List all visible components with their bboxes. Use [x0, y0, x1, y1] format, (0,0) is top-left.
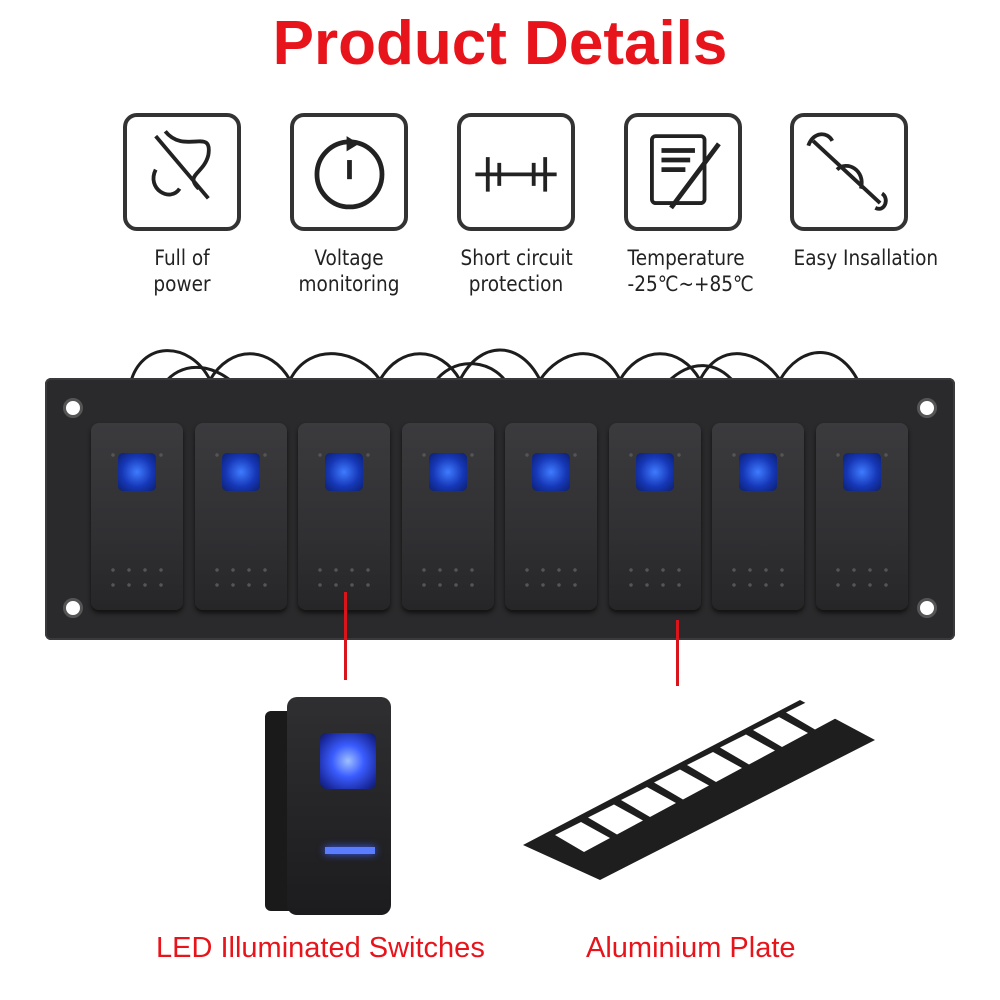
- switch-panel: [45, 378, 955, 640]
- plate-slot: [786, 699, 841, 730]
- mount-hole: [917, 398, 937, 418]
- mount-hole: [917, 598, 937, 618]
- caption-switch: LED Illuminated Switches: [156, 932, 485, 964]
- page-title: Product Details: [272, 9, 728, 78]
- mount-hole: [63, 598, 83, 618]
- feature-label-line: Voltage: [314, 246, 384, 270]
- feature-icon-box: [290, 113, 408, 231]
- plate-slot: [687, 752, 742, 782]
- feature-label: Easy Insallation: [793, 245, 939, 271]
- feature-label-line: protection: [468, 272, 564, 296]
- feature-icon-box: [624, 113, 742, 231]
- feature-icon-box: [123, 113, 241, 231]
- rocker-switch-6[interactable]: [608, 423, 701, 610]
- power-plug-icon: [151, 130, 211, 200]
- feature-label-line: monitoring: [298, 272, 400, 296]
- feature-label-line: Short circuit: [460, 246, 573, 270]
- plate-slot: [588, 804, 643, 835]
- feature-label: Temperature-25℃~+85℃: [627, 245, 754, 297]
- led-indicator: [739, 453, 777, 491]
- plate-slot: [654, 769, 709, 800]
- led-indicator: [221, 453, 260, 491]
- rocker-switch-8[interactable]: [815, 423, 908, 610]
- led-indicator: [428, 453, 467, 491]
- feature-label-line: Easy Insallation: [793, 246, 939, 270]
- plate-slot: [555, 822, 610, 852]
- feature-icon-box: [790, 113, 908, 231]
- rocker-switch-7[interactable]: [712, 423, 804, 610]
- led-indicator: [320, 733, 376, 789]
- rocker-switch-5[interactable]: [505, 423, 597, 610]
- thermometer-clipboard-icon: [650, 134, 721, 210]
- feature-3: Temperature-25℃~+85℃: [620, 113, 754, 297]
- feature-icon-box: [457, 113, 575, 231]
- rocker-switch-2[interactable]: [194, 423, 287, 610]
- aluminium-plate: [523, 699, 875, 880]
- feature-label-line: Temperature: [627, 246, 745, 270]
- led-indicator: [532, 453, 570, 491]
- callout-line-switch: [344, 592, 347, 680]
- feature-label-line: -25℃~+85℃: [627, 272, 754, 296]
- plate-slot: [720, 734, 775, 765]
- caption-plate: Aluminium Plate: [586, 932, 796, 964]
- callout-line-plate: [676, 620, 679, 686]
- rocker-switch-4[interactable]: [401, 423, 494, 610]
- stopwatch-icon: [314, 136, 385, 210]
- rocker-switch-1[interactable]: [91, 423, 183, 610]
- feature-4: Easy Insallation: [786, 113, 939, 271]
- plate-slot: [621, 787, 676, 817]
- rocker-switch-3[interactable]: [298, 423, 390, 610]
- led-indicator: [118, 453, 156, 491]
- plate-slot: [753, 717, 808, 747]
- led-indicator: [842, 453, 881, 491]
- single-switch: [265, 697, 391, 915]
- mount-hole: [63, 398, 83, 418]
- led-indicator: [325, 453, 363, 491]
- wrench-hand-icon: [806, 132, 888, 211]
- feature-label-line: Full of: [154, 246, 210, 270]
- circuit-icon: [475, 157, 557, 192]
- feature-label-line: power: [153, 272, 211, 296]
- led-indicator: [635, 453, 674, 491]
